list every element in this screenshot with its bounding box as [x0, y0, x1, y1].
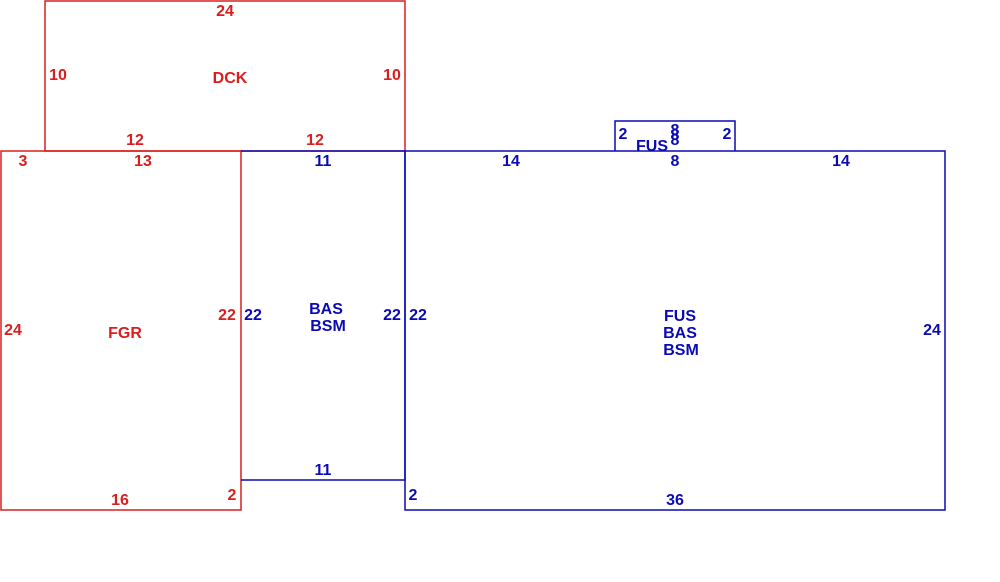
bas-wing-left-dim: 22: [244, 307, 262, 324]
main-label-1: FUS: [664, 308, 696, 325]
main-bottom-dim: 36: [666, 492, 684, 509]
bas-wing-label-2: BSM: [310, 318, 346, 335]
dck-bottom-left-dim: 12: [126, 132, 144, 149]
fgr-top-dim: 13: [134, 153, 152, 170]
bump-left-dim: 2: [619, 126, 628, 143]
bas-wing-right-dim: 22: [383, 307, 401, 324]
bump-right-dim: 2: [723, 126, 732, 143]
dck-left-dim: 10: [49, 67, 67, 84]
main-top-right-dim: 14: [832, 153, 850, 170]
dck-right-dim: 10: [383, 67, 401, 84]
dck-top-dim: 24: [216, 3, 234, 20]
bas-wing-bottom-dim: 11: [315, 462, 332, 479]
fgr-left-dim: 24: [4, 322, 22, 339]
fgr-outline: [0, 150, 242, 511]
main-top-mid-dim: 8: [671, 153, 680, 170]
main-label-2: BAS: [663, 325, 697, 342]
main-top-left-dim: 14: [502, 153, 520, 170]
bump-top-dim: 8: [671, 122, 680, 139]
fgr-label: FGR: [108, 325, 142, 342]
fgr-bottom-right-dim: 2: [228, 487, 237, 504]
main-label-3: BSM: [663, 342, 699, 359]
dck-bottom-right-dim: 12: [306, 132, 324, 149]
bump-inner-dim-2: 8: [671, 132, 680, 149]
main-right-dim: 24: [923, 322, 941, 339]
main-bottom-left-dim: 2: [409, 487, 418, 504]
fgr-right-dim: 22: [218, 307, 236, 324]
bump-label: FUS: [636, 138, 668, 155]
main-outline: [404, 150, 946, 511]
dck-label: DCK: [213, 70, 248, 87]
main-left-dim: 22: [409, 307, 427, 324]
bas-wing-top-dim: 11: [315, 153, 332, 170]
bas-wing-label-1: BAS: [309, 301, 343, 318]
fgr-bottom-dim: 16: [111, 492, 129, 509]
bump-inner-dim-1: 8: [671, 127, 680, 144]
fus-bump-outline: [614, 120, 736, 151]
fgr-top-left-dim: 3: [19, 153, 28, 170]
